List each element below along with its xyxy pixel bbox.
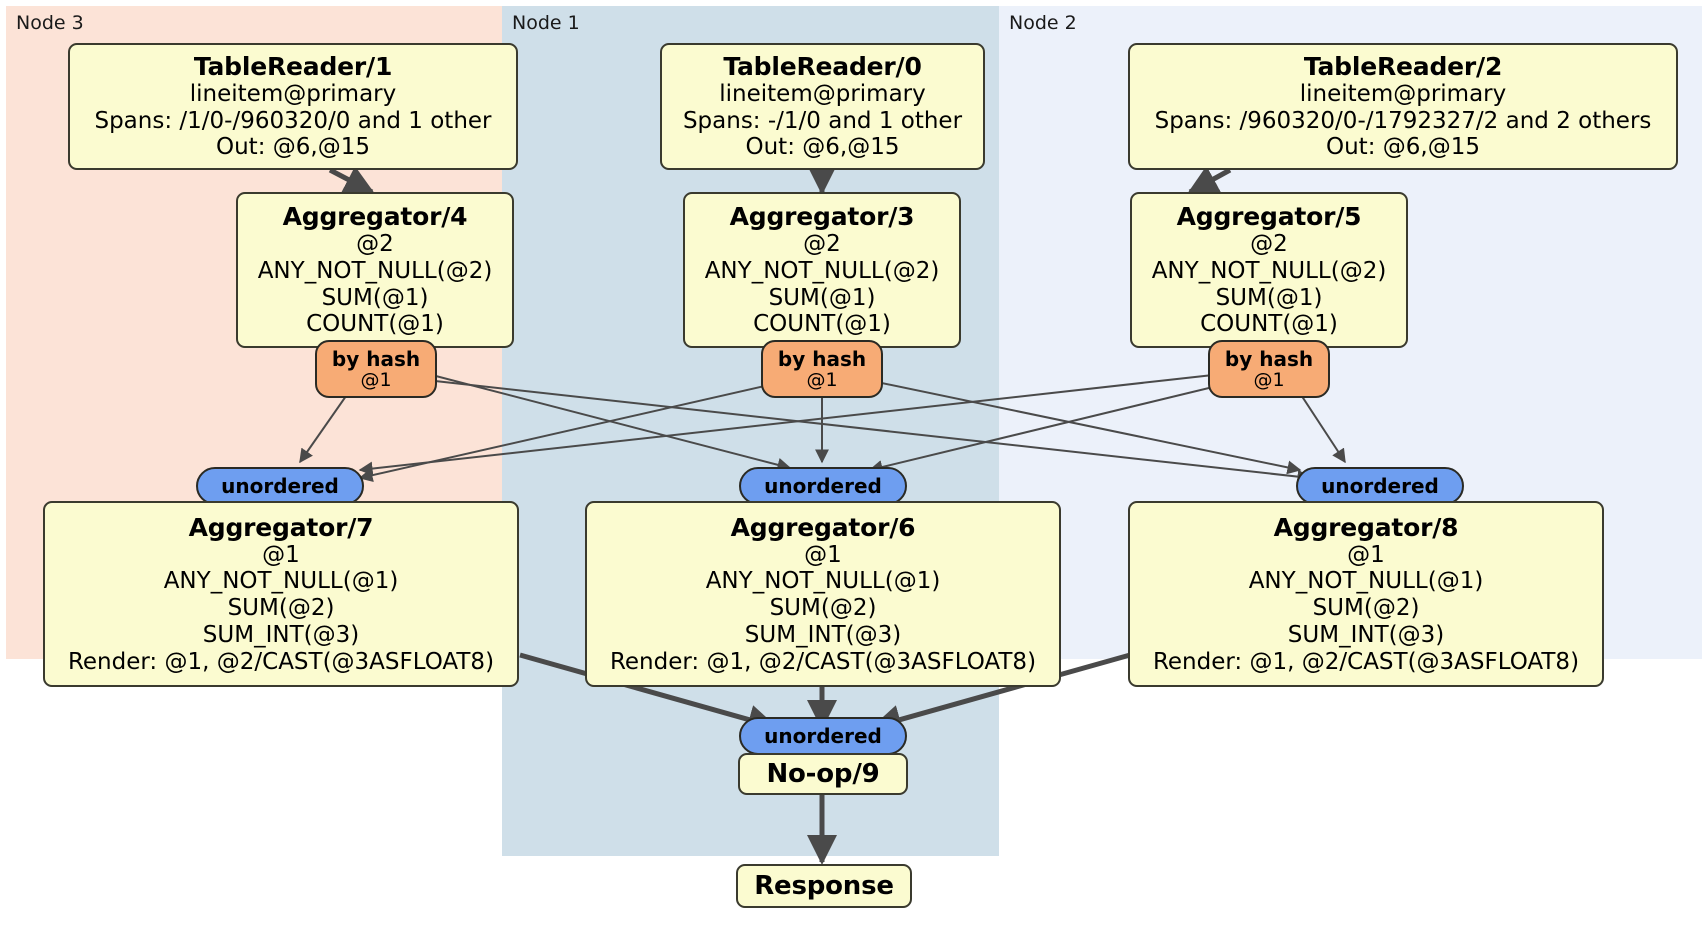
processor-line: Out: @6,@15 <box>745 134 900 161</box>
router-by-hash-left[interactable]: by hash @1 <box>315 340 437 398</box>
router-unordered-center[interactable]: unordered <box>739 467 907 505</box>
processor-line: lineitem@primary <box>189 80 397 107</box>
processor-line: ANY_NOT_NULL(@1) <box>705 568 941 595</box>
processor-line: SUM(@1) <box>768 284 876 311</box>
processor-line: SUM(@2) <box>227 595 335 622</box>
processor-table-reader-2[interactable]: TableReader/2 lineitem@primary Spans: /9… <box>1128 43 1678 170</box>
processor-aggregator-8[interactable]: Aggregator/8 @1 ANY_NOT_NULL(@1) SUM(@2)… <box>1128 501 1604 687</box>
router-column-label: @1 <box>806 368 838 391</box>
processor-line: lineitem@primary <box>719 80 926 107</box>
router-column-label: @1 <box>360 368 392 391</box>
processor-table-reader-0[interactable]: TableReader/0 lineitem@primary Spans: -/… <box>660 43 985 170</box>
processor-line: ANY_NOT_NULL(@2) <box>1151 257 1387 284</box>
processor-title: Aggregator/3 <box>729 202 915 232</box>
processor-table-reader-1[interactable]: TableReader/1 lineitem@primary Spans: /1… <box>68 43 518 170</box>
router-unordered-right[interactable]: unordered <box>1296 467 1464 505</box>
processor-line: SUM_INT(@3) <box>744 621 902 648</box>
processor-title: TableReader/0 <box>723 51 922 81</box>
processor-aggregator-4[interactable]: Aggregator/4 @2 ANY_NOT_NULL(@2) SUM(@1)… <box>236 192 514 348</box>
processor-title: No-op/9 <box>766 758 880 789</box>
processor-line: ANY_NOT_NULL(@2) <box>704 257 940 284</box>
processor-line: Spans: -/1/0 and 1 other <box>682 107 963 134</box>
processor-line: Spans: /960320/0-/1792327/2 and 2 others <box>1154 107 1652 134</box>
router-kind-label: by hash <box>1224 346 1314 371</box>
processor-title: Aggregator/7 <box>188 512 374 542</box>
processor-title: TableReader/1 <box>193 51 393 81</box>
router-unordered-final[interactable]: unordered <box>739 717 907 755</box>
processor-title: Aggregator/5 <box>1176 202 1362 232</box>
processor-no-op-9[interactable]: No-op/9 <box>738 753 908 795</box>
processor-aggregator-5[interactable]: Aggregator/5 @2 ANY_NOT_NULL(@2) SUM(@1)… <box>1130 192 1408 348</box>
processor-title: Aggregator/6 <box>730 512 916 542</box>
router-kind-label: by hash <box>331 346 421 371</box>
processor-title: Response <box>754 870 894 901</box>
processor-line: SUM(@2) <box>769 595 877 622</box>
processor-title: Aggregator/4 <box>282 202 468 232</box>
processor-line: @2 <box>1250 231 1288 258</box>
processor-line: SUM(@1) <box>1215 284 1323 311</box>
processor-line: ANY_NOT_NULL(@1) <box>1248 568 1484 595</box>
processor-line: ANY_NOT_NULL(@1) <box>163 568 399 595</box>
processor-line: Render: @1, @2/CAST(@3ASFLOAT8) <box>67 648 495 675</box>
processor-line: @1 <box>262 541 300 568</box>
router-by-hash-right[interactable]: by hash @1 <box>1208 340 1330 398</box>
processor-aggregator-6[interactable]: Aggregator/6 @1 ANY_NOT_NULL(@1) SUM(@2)… <box>585 501 1061 687</box>
processor-line: ANY_NOT_NULL(@2) <box>257 257 493 284</box>
processor-line: COUNT(@1) <box>1200 311 1338 338</box>
router-kind-label: unordered <box>764 474 882 498</box>
processor-line: SUM(@1) <box>321 284 429 311</box>
processor-line: @2 <box>356 231 394 258</box>
router-kind-label: unordered <box>764 724 882 748</box>
processor-line: Spans: /1/0-/960320/0 and 1 other <box>94 107 492 134</box>
processor-aggregator-3[interactable]: Aggregator/3 @2 ANY_NOT_NULL(@2) SUM(@1)… <box>683 192 961 348</box>
processor-line: Render: @1, @2/CAST(@3ASFLOAT8) <box>609 648 1037 675</box>
processor-aggregator-7[interactable]: Aggregator/7 @1 ANY_NOT_NULL(@1) SUM(@2)… <box>43 501 519 687</box>
node-panel-label-node2: Node 2 <box>1009 12 1077 34</box>
processor-line: SUM_INT(@3) <box>1287 621 1445 648</box>
processor-line: @2 <box>803 231 841 258</box>
router-column-label: @1 <box>1253 368 1285 391</box>
processor-line: @1 <box>804 541 842 568</box>
processor-line: COUNT(@1) <box>306 311 444 338</box>
processor-line: @1 <box>1347 541 1385 568</box>
processor-title: Aggregator/8 <box>1273 512 1459 542</box>
processor-line: Render: @1, @2/CAST(@3ASFLOAT8) <box>1152 648 1580 675</box>
processor-title: TableReader/2 <box>1303 51 1503 81</box>
processor-response[interactable]: Response <box>736 864 912 908</box>
router-kind-label: unordered <box>1321 474 1439 498</box>
router-kind-label: unordered <box>221 474 339 498</box>
processor-line: lineitem@primary <box>1299 80 1507 107</box>
processor-line: Out: @6,@15 <box>216 134 370 161</box>
processor-line: SUM_INT(@3) <box>202 621 360 648</box>
router-kind-label: by hash <box>777 346 867 371</box>
router-unordered-left[interactable]: unordered <box>196 467 364 505</box>
router-by-hash-center[interactable]: by hash @1 <box>761 340 883 398</box>
processor-line: SUM(@2) <box>1312 595 1420 622</box>
processor-line: Out: @6,@15 <box>1326 134 1480 161</box>
node-panel-label-node1: Node 1 <box>512 12 580 34</box>
node-panel-label-node3: Node 3 <box>16 12 84 34</box>
processor-line: COUNT(@1) <box>753 311 891 338</box>
